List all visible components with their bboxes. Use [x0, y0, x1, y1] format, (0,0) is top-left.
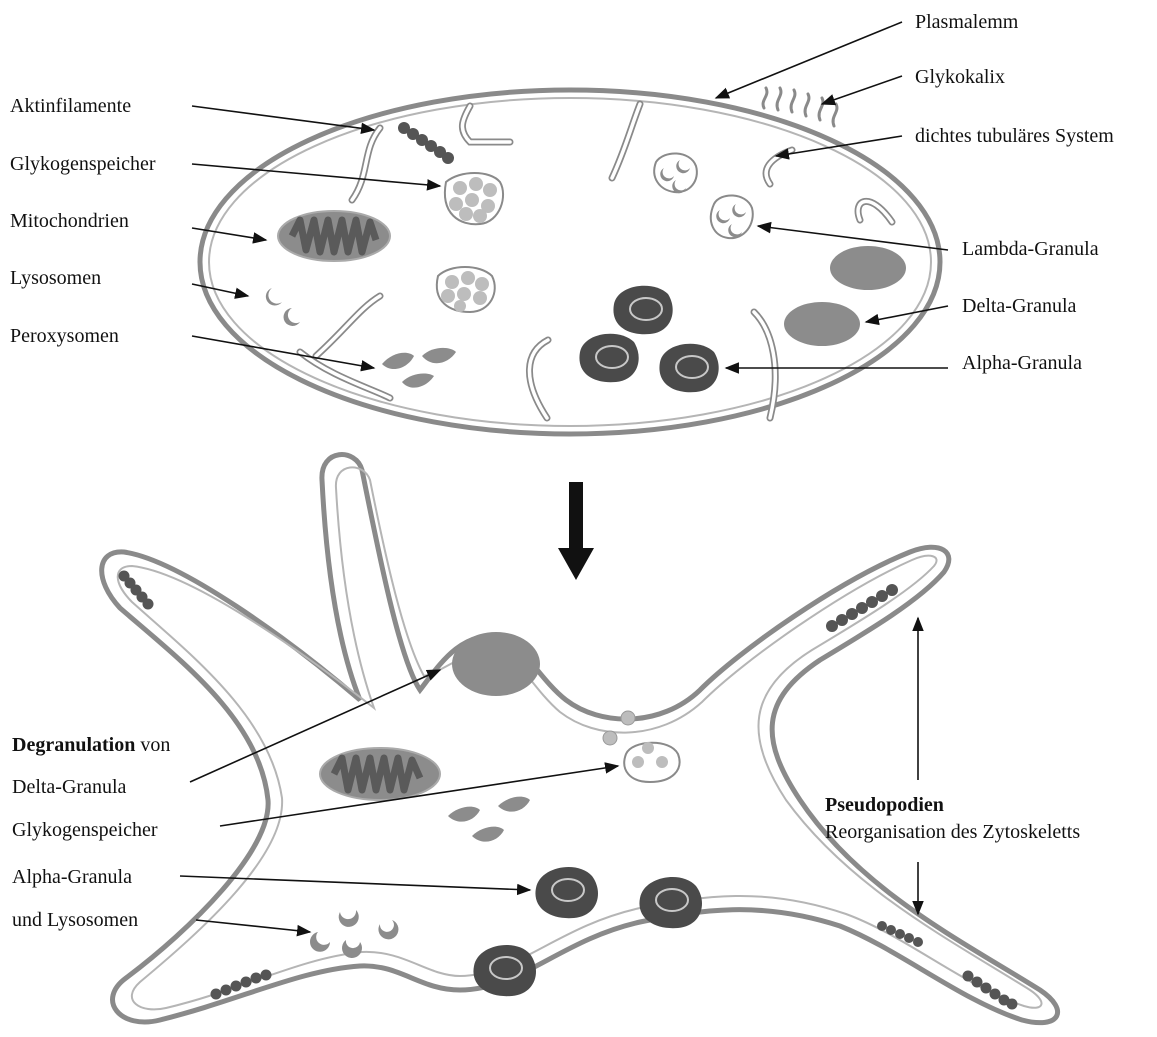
label-degranulation-bold: Degranulation	[12, 734, 135, 756]
label-lambda-granula: Lambda-Granula	[962, 237, 1099, 261]
label-lysosomen: Lysosomen	[10, 266, 101, 290]
mitochondrion-bottom	[320, 748, 440, 800]
label-delta-granula-bottom: Delta-Granula	[12, 775, 126, 799]
label-glykogenspeicher: Glykogenspeicher	[10, 152, 156, 176]
label-alpha-granula: Alpha-Granula	[962, 351, 1082, 375]
label-und-lysosomen: und Lysosomen	[12, 908, 138, 932]
delta-granula-degranulating	[452, 632, 540, 696]
label-mitochondrien: Mitochondrien	[10, 209, 129, 233]
label-pseudopodien-bold: Pseudopodien	[825, 794, 944, 816]
label-tubular-system: dichtes tubuläres System	[915, 124, 1114, 148]
activation-arrow	[558, 482, 594, 580]
label-peroxysomen: Peroxysomen	[10, 324, 119, 348]
label-glykogenspeicher-bottom: Glykogenspeicher	[12, 818, 158, 842]
label-aktinfilamente: Aktinfilamente	[10, 94, 131, 118]
label-pseudopodien: Pseudopodien	[825, 793, 944, 817]
plasmalemm-outer	[200, 90, 940, 434]
delta-granula-1	[830, 246, 906, 290]
label-alpha-granula-bottom: Alpha-Granula	[12, 865, 132, 889]
resting-platelet	[200, 88, 940, 434]
label-glykokalix: Glykokalix	[915, 65, 1005, 89]
label-degranulation: Degranulation von	[12, 733, 170, 757]
label-degranulation-rest: von	[135, 734, 170, 756]
label-delta-granula: Delta-Granula	[962, 294, 1076, 318]
mitochondrion-top	[278, 211, 390, 261]
label-plasmalemm: Plasmalemm	[915, 10, 1018, 34]
label-reorganisation: Reorganisation des Zytoskeletts	[825, 820, 1080, 844]
glykogenspeicher-bottom	[624, 742, 679, 782]
glykogenspeicher-2	[437, 267, 495, 312]
delta-granula-2	[784, 302, 860, 346]
glykogenspeicher-1	[445, 173, 503, 224]
